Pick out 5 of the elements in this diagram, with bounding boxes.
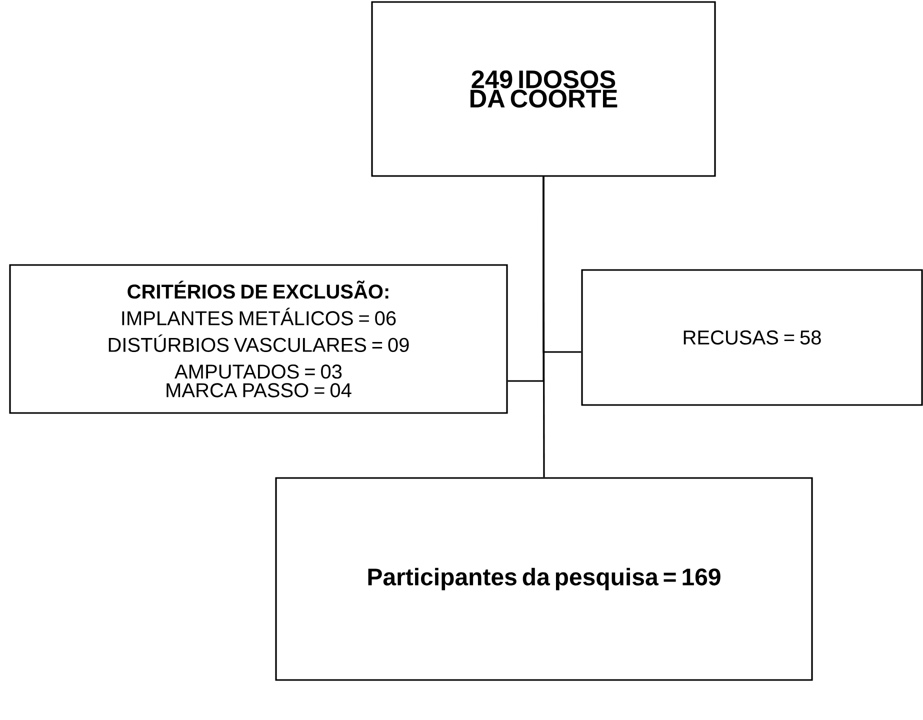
process-box: CRITÉRIOS DE EXCLUSÃO: IMPLANTES METÁLICOS = 06 DISTÚRBIOS VASCULARES = 09 AMPUTADOS = 03 MARCA PASSO = 04 xyxy=(9,264,508,414)
connector-line xyxy=(542,176,545,478)
process-box: RECUSAS = 58 xyxy=(581,269,923,406)
process-box: Participantes da pesquisa = 169 xyxy=(275,477,813,681)
process-box: 249 IDOSOS DA COORTE xyxy=(371,1,716,177)
